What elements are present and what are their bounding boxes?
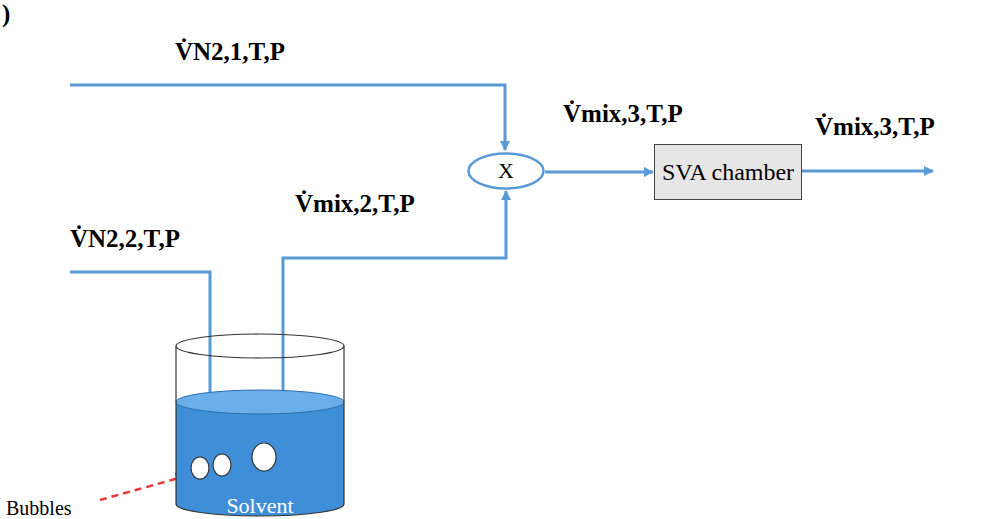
feed-line [70, 85, 505, 150]
callout-label: Bubbles [6, 497, 72, 519]
solvent-beaker: Solvent [172, 330, 348, 518]
flow-connector [283, 191, 506, 400]
node-text: X [498, 159, 514, 183]
flow-label: V̇mix,3,T,P [815, 113, 935, 141]
flow-connector [545, 171, 653, 174]
leader-line [100, 476, 186, 500]
flow-label: V̇N2,1,T,P [175, 38, 285, 66]
process-box: SVA chamber [654, 144, 802, 200]
outlet-line [800, 170, 933, 173]
flow-label: V̇mix,2,T,P [295, 190, 415, 218]
beaker-drawing [172, 330, 348, 518]
mixer-ellipse: X [467, 152, 545, 190]
flow-label: V̇N2,2,T,P [70, 225, 180, 253]
node-text: SVA chamber [662, 159, 794, 185]
flow-label: V̇mix,3,T,P [563, 100, 683, 128]
liquid-label: Solvent [226, 494, 293, 518]
panel-letter: ) [2, 0, 10, 28]
